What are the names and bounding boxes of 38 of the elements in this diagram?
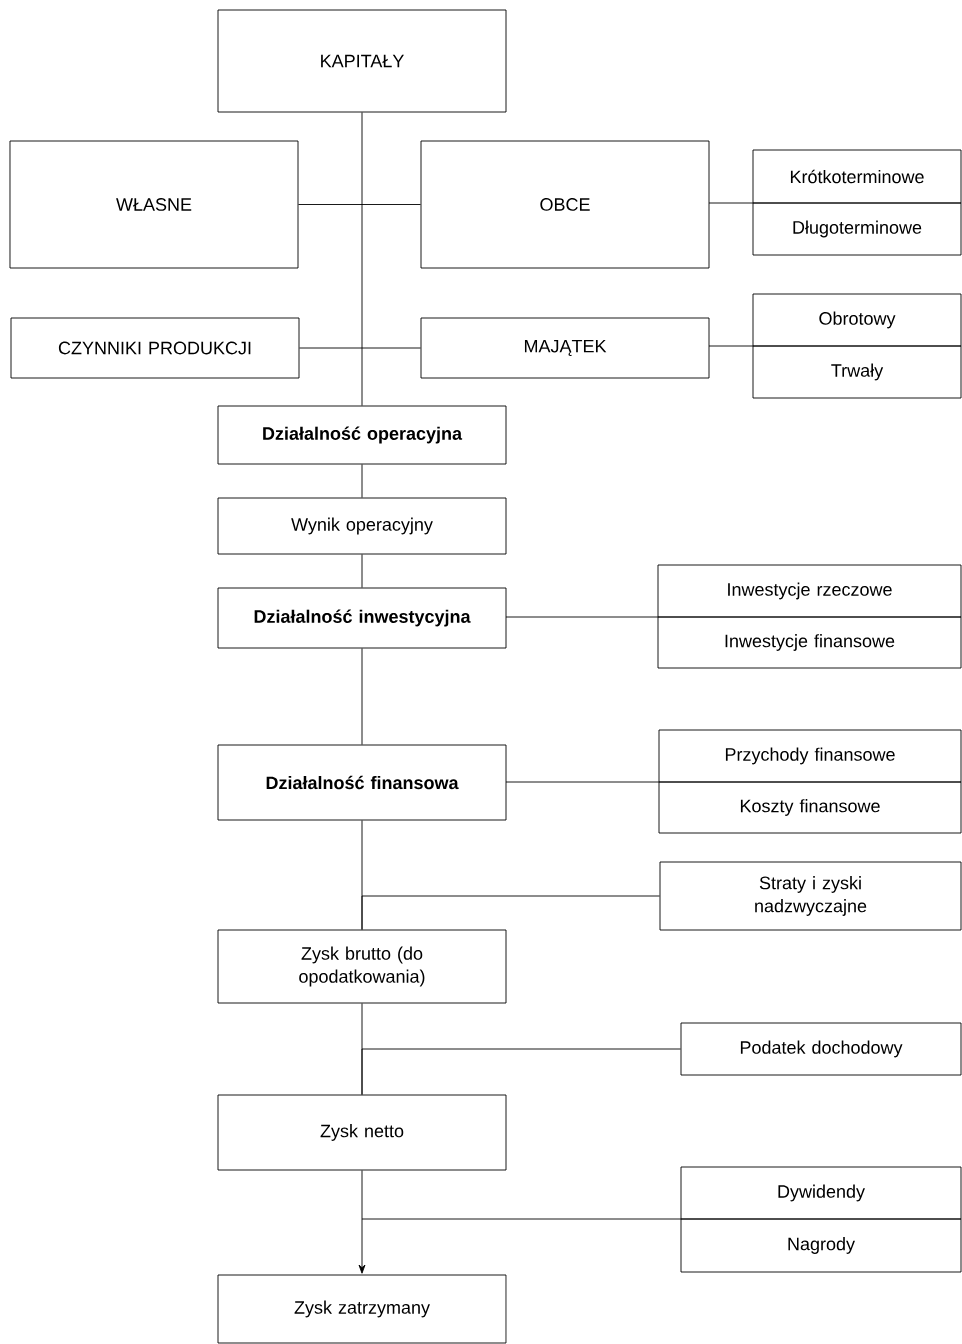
- box: CZYNNIKI PRODUKCJI: [10, 317, 300, 379]
- box: Dywidendy: [680, 1166, 962, 1220]
- box: Krótkoterminowe: [752, 149, 962, 204]
- box: Wynik operacyjny: [217, 497, 507, 555]
- connector: [361, 648, 363, 745]
- connector: [505, 781, 660, 783]
- box: Zysk zatrzymany: [217, 1274, 507, 1344]
- box: Trwały: [752, 345, 962, 399]
- connector: [505, 616, 659, 618]
- box: OBCE: [420, 140, 710, 269]
- group-box: Działalność finansowa: [217, 744, 507, 821]
- connector: [708, 345, 754, 347]
- box: Straty i zyski nadzwyczajne: [659, 861, 962, 931]
- box: Długoterminowe: [752, 202, 962, 256]
- connector: [299, 347, 421, 349]
- box: MAJĄTEK: [420, 317, 710, 379]
- box: Nagrody: [680, 1218, 962, 1273]
- group-box: Działalność inwestycyjna: [217, 587, 507, 649]
- connector: [361, 895, 660, 930]
- connector: [361, 1218, 682, 1220]
- box: Zysk netto: [217, 1094, 507, 1171]
- group-box: Działalność operacyjna: [217, 405, 507, 465]
- connector: [361, 554, 363, 588]
- connector: [358, 1170, 366, 1274]
- connector: [361, 464, 363, 498]
- box: Zysk brutto (do opodatkowania): [217, 929, 507, 1004]
- connector: [298, 204, 421, 205]
- box: KAPITAŁY: [217, 9, 507, 113]
- box: Inwestycje rzeczowe: [657, 564, 962, 618]
- connector: [361, 1048, 681, 1095]
- box: Koszty finansowe: [658, 781, 962, 834]
- box: WŁASNE: [9, 140, 299, 269]
- box: Obrotowy: [752, 293, 962, 347]
- connector: [708, 202, 754, 204]
- connector: [361, 112, 363, 406]
- box: Przychody finansowe: [658, 729, 962, 783]
- box: Inwestycje finansowe: [657, 616, 962, 669]
- box: Podatek dochodowy: [680, 1022, 962, 1076]
